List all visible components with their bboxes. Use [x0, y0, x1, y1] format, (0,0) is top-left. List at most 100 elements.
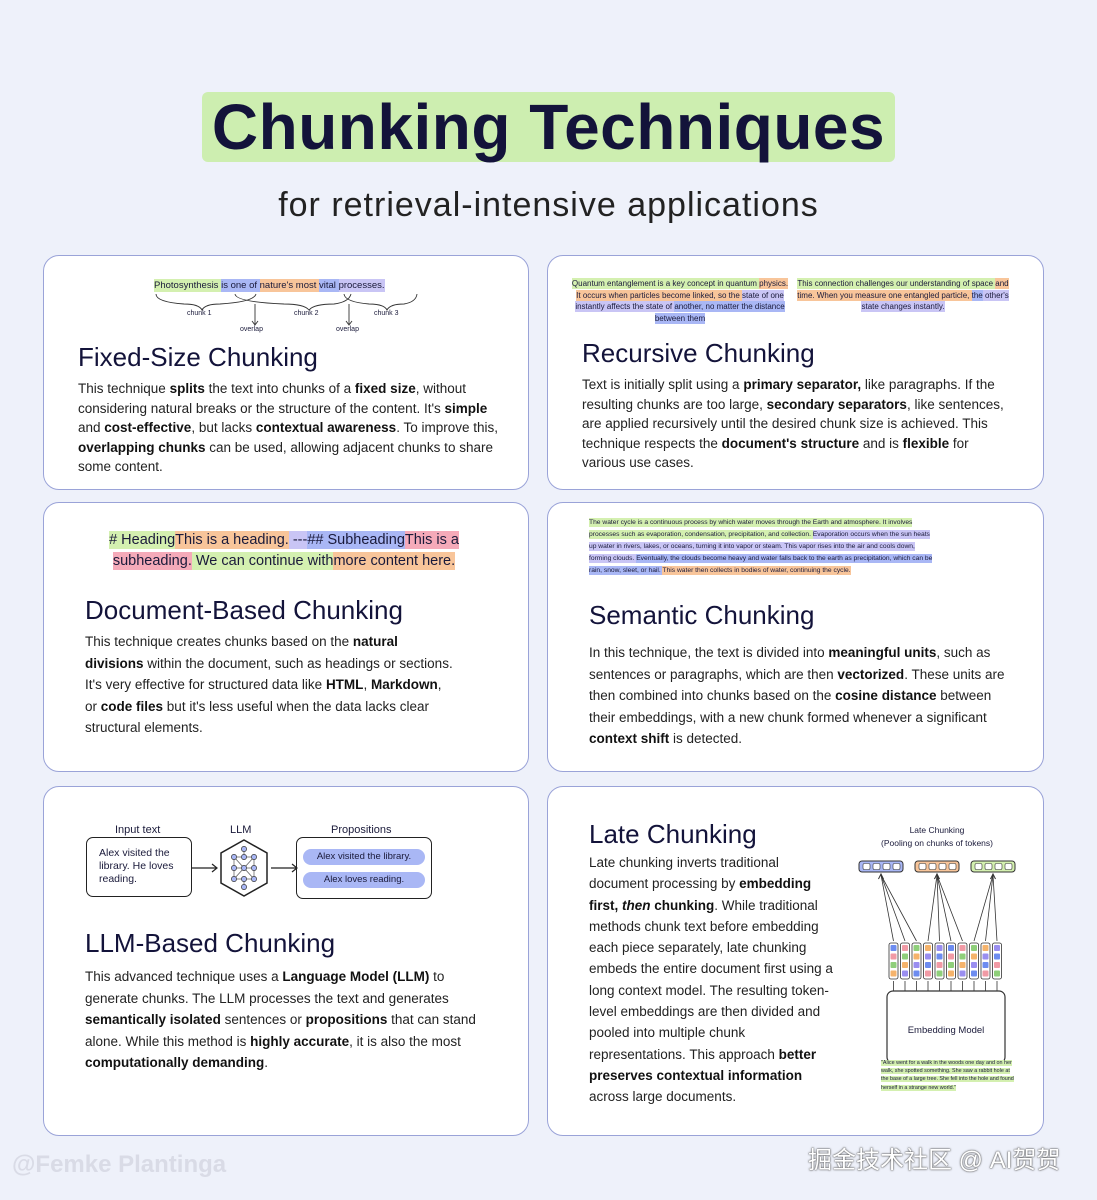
pooled-cell — [984, 863, 993, 870]
pooled-cell — [918, 863, 927, 870]
token-cell — [971, 970, 977, 977]
bold-run: fixed size — [354, 381, 416, 396]
token-cell — [925, 962, 931, 968]
semantic-example: The water cycle is a continuous process … — [589, 517, 937, 577]
token-embedding — [992, 942, 1002, 980]
llm-network-icon — [192, 839, 298, 897]
highlight-segment: This connection challenges our understan… — [797, 278, 996, 289]
text-run: between their embeddings, with a new chu… — [589, 688, 992, 725]
llm-input-box: Alex visited the library. He loves readi… — [86, 837, 192, 897]
pooled-cell — [994, 863, 1003, 870]
text-run: . These units are then combined into chu… — [589, 666, 1005, 704]
late-diagram-title-1: Late Chunking — [909, 825, 965, 835]
chunk3-label: chunk 3 — [374, 310, 399, 317]
pooled-cell — [892, 863, 901, 870]
token-cell — [994, 970, 1000, 977]
semantic-title: Semantic Chunking — [589, 600, 815, 630]
late-title: Late Chunking — [589, 819, 757, 849]
token-cell — [994, 945, 1000, 951]
bold-run: document's structure — [721, 435, 860, 451]
token-cell — [959, 962, 966, 968]
pool-arrow — [927, 873, 940, 942]
recursive-example-left: Quantum entanglement is a key concept in… — [571, 278, 789, 324]
token-embedding — [934, 942, 945, 980]
token-embedding — [923, 942, 933, 980]
token-cell — [902, 953, 908, 960]
fixed-body: This technique splits the text into chun… — [78, 379, 498, 477]
chunk1-label: chunk 1 — [187, 310, 212, 317]
llm-prop-1: Alex visited the library. — [303, 849, 425, 865]
text-run: , such as sentences or paragraphs, which… — [589, 645, 991, 682]
fixed-part-3: nature's most — [259, 279, 320, 292]
token-cell — [925, 970, 931, 977]
token-cell — [913, 945, 920, 951]
token-cell — [890, 945, 897, 951]
late-body: Late chunking inverts traditional docume… — [589, 852, 841, 1108]
token-cell — [902, 945, 908, 951]
token-embedding — [957, 942, 968, 980]
token-cell — [948, 953, 954, 960]
text-run: across large documents. — [589, 1089, 737, 1105]
token-cell — [913, 962, 920, 968]
pooled-embedding — [914, 860, 960, 873]
llm-propositions-box: Alex visited the library. Alex loves rea… — [296, 837, 432, 899]
text-run: , — [363, 677, 371, 692]
token-cell — [959, 953, 966, 960]
late-diagram-graphic — [858, 860, 1016, 1064]
bold-run: chunking — [650, 897, 715, 913]
watermark-author: @Femke Plantinga — [12, 1151, 227, 1178]
token-cell — [902, 962, 908, 968]
semantic-card: The water cycle is a continuous process … — [547, 502, 1044, 772]
late-model-label: Embedding Model — [907, 1025, 985, 1036]
token-cell — [994, 962, 1000, 968]
bold-run: contextual awareness — [255, 420, 397, 435]
token-cell — [982, 953, 989, 960]
pooled-embedding — [970, 860, 1016, 873]
fixed-size-card: Photosynthesis is one of nature's most v… — [43, 255, 529, 490]
token-cell — [925, 945, 931, 951]
bold-run: embedding first, — [589, 876, 812, 913]
text-run: , but lacks — [191, 420, 256, 435]
fixed-part-5: processes. — [338, 279, 385, 292]
token-cell — [948, 970, 954, 977]
recursive-body: Text is initially split using a primary … — [582, 375, 1012, 473]
token-embedding — [911, 942, 922, 980]
pooled-embedding — [858, 860, 904, 873]
highlight-segment: --- — [288, 531, 308, 549]
token-cell — [902, 970, 908, 977]
token-embedding — [888, 942, 899, 980]
bold-run: semantically isolated — [85, 1012, 221, 1027]
token-cell — [913, 970, 920, 977]
llm-prop-2: Alex loves reading. — [303, 872, 425, 888]
document-body: This technique creates chunks based on t… — [85, 631, 455, 739]
text-run: , or — [85, 677, 442, 714]
highlight-segment: # Heading — [109, 531, 176, 549]
token-cell — [971, 962, 977, 968]
text-run: and is — [859, 435, 903, 451]
text-run: . While traditional methods chunk text b… — [589, 897, 833, 1062]
token-cell — [913, 953, 920, 960]
pooled-cell — [938, 863, 947, 870]
pooled-cell — [974, 863, 983, 870]
text-run: but it's less useful when the data lacks… — [85, 698, 430, 736]
text-run: Text is initially split using a — [582, 377, 744, 392]
text-run: like paragraphs. If the resulting chunks… — [582, 377, 995, 412]
fixed-part-2: is one of — [221, 279, 260, 292]
bold-run: secondary separators — [766, 396, 907, 412]
document-example: # HeadingThis is a heading. ---## Subhea… — [84, 530, 484, 572]
text-run: within the document, such as headings or… — [85, 655, 453, 693]
highlight-segment: more content here. — [333, 552, 456, 570]
token-cell — [959, 970, 966, 977]
pooled-cell — [862, 863, 871, 870]
recursive-title: Recursive Chunking — [582, 338, 815, 368]
highlight-segment: another, no — [674, 301, 715, 312]
text-run: , it is also the most — [349, 1033, 461, 1049]
llm-input-label: Input text — [115, 824, 161, 836]
text-run: . To improve this, — [396, 420, 498, 435]
text-run: and — [78, 420, 105, 435]
bold-run: computationally demanding — [85, 1055, 265, 1070]
bold-run: cosine distance — [835, 688, 937, 703]
token-cell — [936, 945, 943, 951]
text-run: is detected. — [669, 731, 743, 746]
llm-model-label: LLM — [230, 824, 252, 836]
